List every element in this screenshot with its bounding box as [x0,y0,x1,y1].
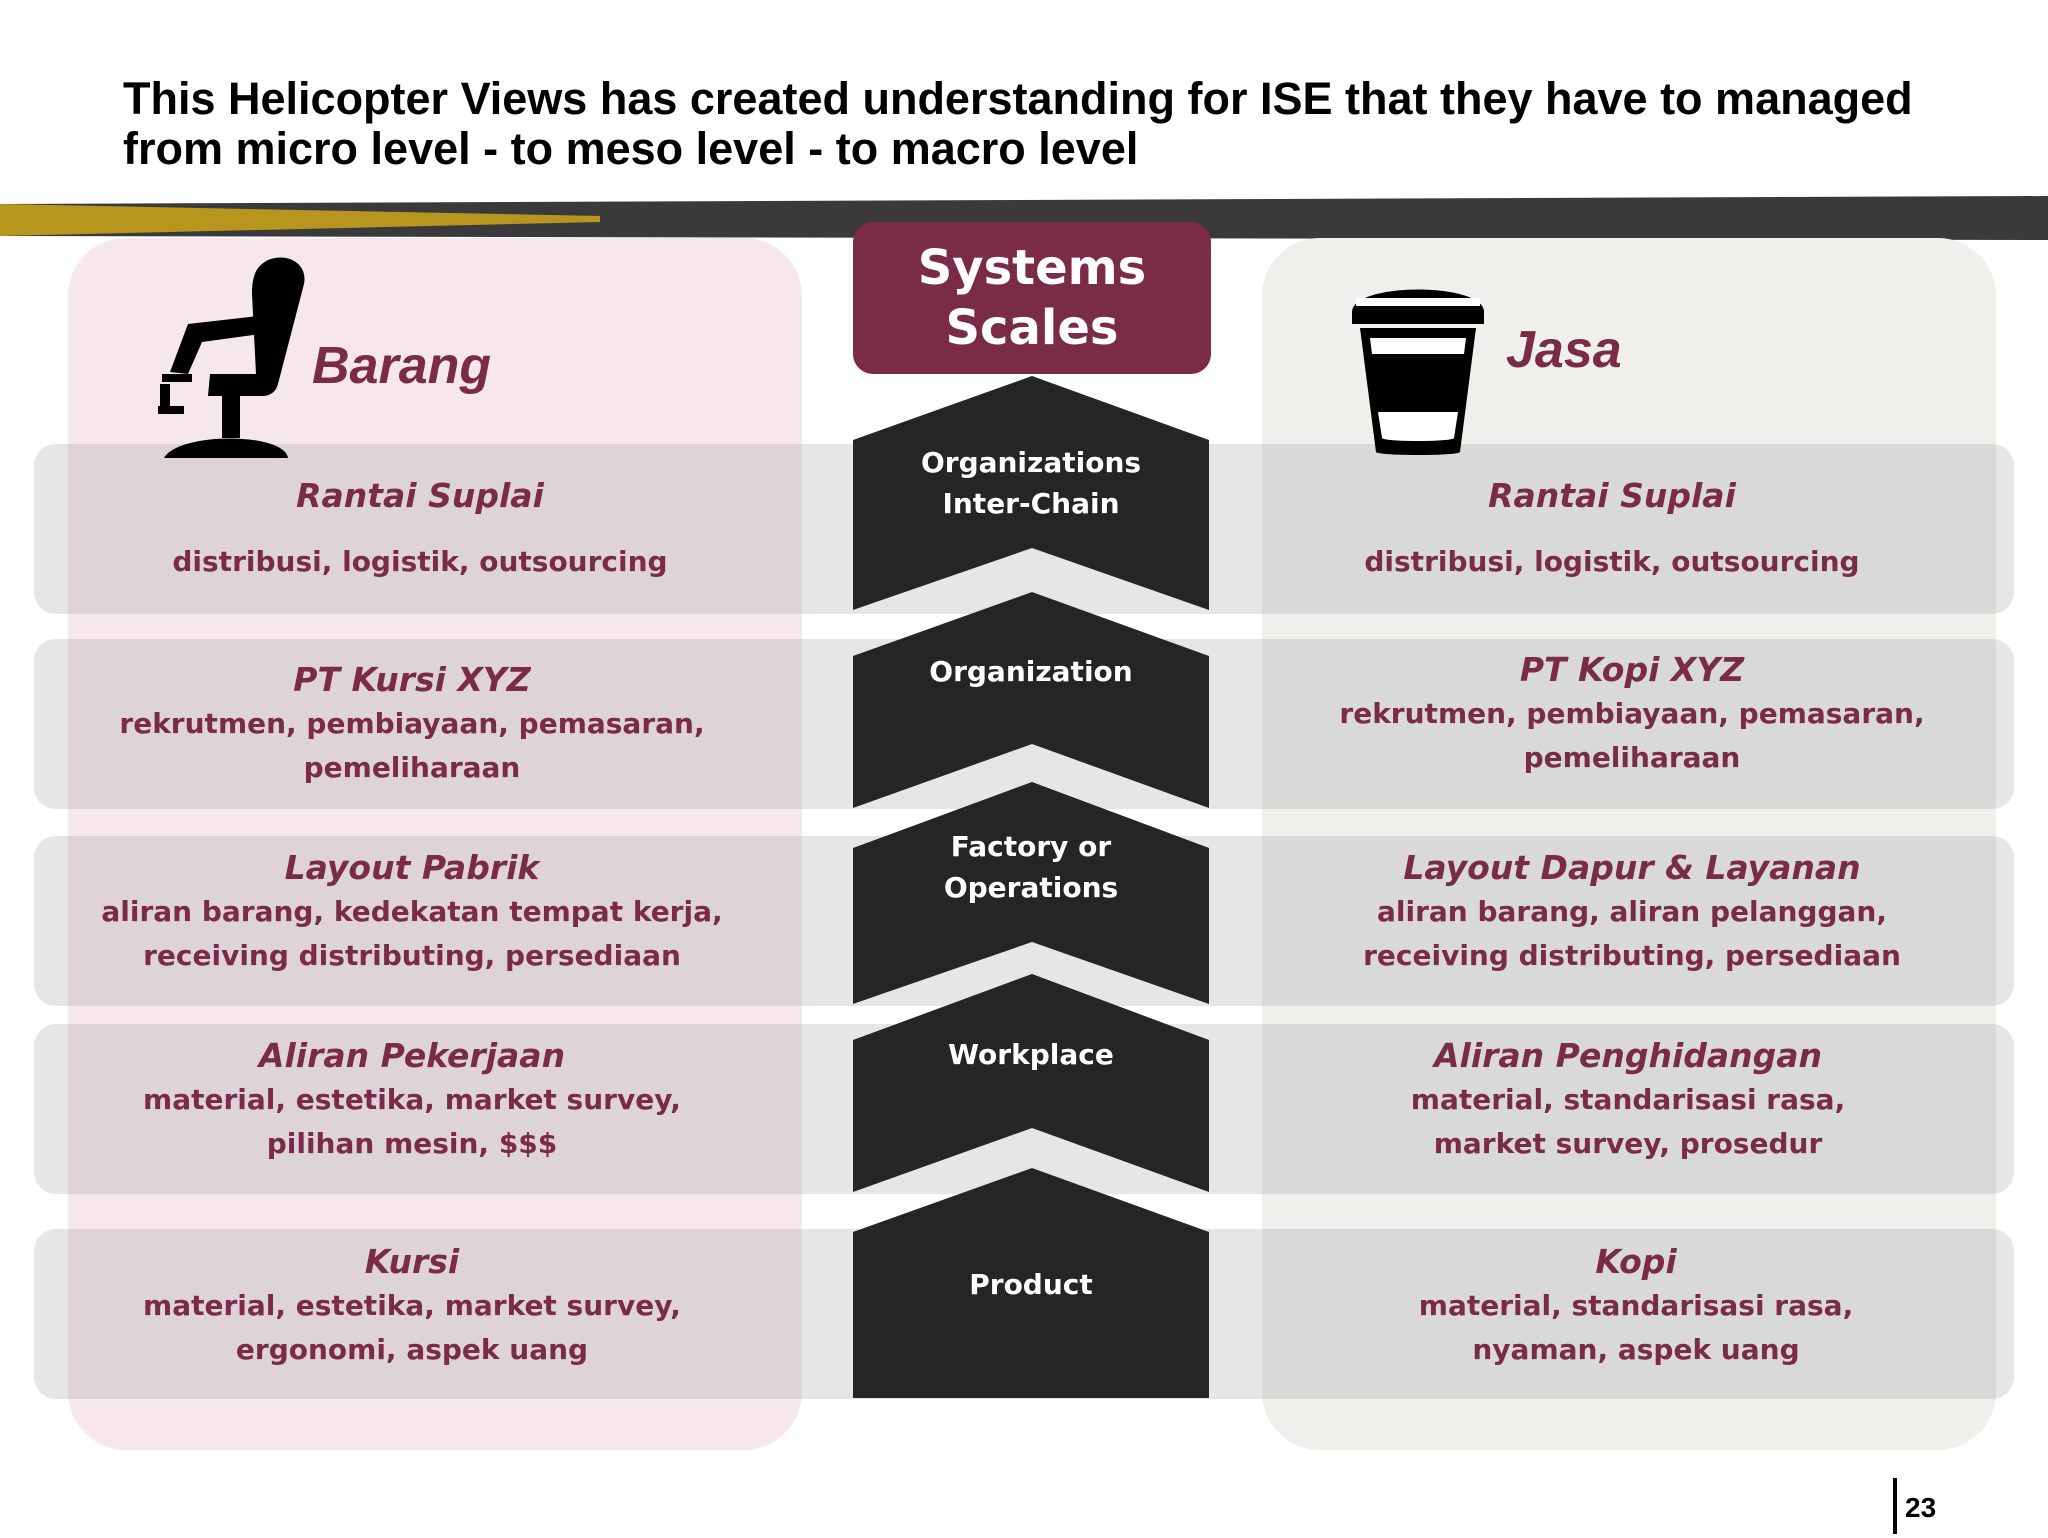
jasa-row-3-head: Layout Dapur & Layanan [1403,848,1861,887]
coffee-cup-icon [1352,289,1484,455]
level-label-2: Organization [853,651,1209,692]
jasa-row-1: Rantai Suplai distribusi, logistik, outs… [1262,474,1962,584]
jasa-row-3: Layout Dapur & Layanan aliran barang, al… [1282,846,1982,978]
slide-title: This Helicopter Views has created unders… [123,73,1913,174]
barang-row-3-desc1: aliran barang, kedekatan tempat kerja, [101,895,723,928]
jasa-row-5: Kopi material, standarisasi rasa, nyaman… [1286,1240,1986,1372]
jasa-row-4-desc1: material, standarisasi rasa, [1410,1083,1846,1116]
level-label-5: Product [853,1264,1209,1305]
barang-row-2: PT Kursi XYZ rekrutmen, pembiayaan, pema… [62,658,762,790]
jasa-row-1-desc1: distribusi, logistik, outsourcing [1364,545,1860,578]
barang-row-4: Aliran Pekerjaan material, estetika, mar… [62,1034,762,1166]
level-label-1-line2: Inter-Chain [942,487,1120,520]
jasa-row-4-desc2: market survey, prosedur [1433,1127,1823,1160]
barang-row-3-head: Layout Pabrik [284,848,540,887]
barang-row-5-desc2: ergonomi, aspek uang [235,1333,589,1366]
jasa-row-5-desc2: nyaman, aspek uang [1472,1333,1800,1366]
barang-row-3: Layout Pabrik aliran barang, kedekatan t… [62,846,762,978]
system-scales-chevrons [853,376,1209,1398]
barber-chair-icon [158,257,305,458]
barang-row-1-head: Rantai Suplai [296,476,544,515]
jasa-row-2: PT Kopi XYZ rekrutmen, pembiayaan, pemas… [1282,648,1982,780]
barang-row-1: Rantai Suplai distribusi, logistik, outs… [70,474,770,584]
systems-scales-box: Systems Scales [853,222,1211,374]
barang-row-2-head: PT Kursi XYZ [293,660,531,699]
barang-row-3-desc2: receiving distributing, persediaan [143,939,681,972]
barang-row-4-head: Aliran Pekerjaan [258,1036,566,1075]
page-number: 23 [1893,1478,1936,1534]
level-label-3-line1: Factory or [950,830,1112,863]
barang-row-4-desc1: material, estetika, market survey, [143,1083,681,1116]
jasa-row-3-desc2: receiving distributing, persediaan [1363,939,1901,972]
jasa-row-2-desc1: rekrutmen, pembiayaan, pemasaran, [1339,697,1925,730]
barang-heading: Barang [312,337,492,395]
barang-row-2-desc1: rekrutmen, pembiayaan, pemasaran, [119,707,705,740]
level-label-4-line1: Workplace [948,1038,1114,1071]
barang-row-5: Kursi material, estetika, market survey,… [62,1240,762,1372]
level-label-2-line1: Organization [929,655,1133,688]
barang-panel [68,238,802,1450]
level-label-5-line1: Product [969,1268,1093,1301]
level-label-3: Factory or Operations [853,826,1209,908]
level-label-1-line1: Organizations [920,446,1142,479]
barang-row-4-desc2: pilihan mesin, $$$ [266,1127,558,1160]
barang-row-2-desc2: pemeliharaan [303,751,521,784]
header-stripe [0,196,2048,240]
level-label-4: Workplace [853,1034,1209,1075]
jasa-row-5-head: Kopi [1595,1242,1677,1281]
jasa-row-5-desc1: material, standarisasi rasa, [1418,1289,1854,1322]
jasa-row-3-desc1: aliran barang, aliran pelanggan, [1377,895,1887,928]
barang-row-5-head: Kursi [364,1242,460,1281]
level-label-1: Organizations Inter-Chain [853,442,1209,524]
jasa-row-4-head: Aliran Penghidangan [1433,1036,1823,1075]
jasa-row-2-desc2: pemeliharaan [1523,741,1741,774]
jasa-row-2-head: PT Kopi XYZ [1519,650,1745,689]
jasa-row-4: Aliran Penghidangan material, standarisa… [1278,1034,1978,1166]
jasa-row-1-head: Rantai Suplai [1488,476,1736,515]
systems-scales-line1: Systems [917,240,1147,296]
barang-row-1-desc1: distribusi, logistik, outsourcing [172,545,668,578]
level-label-3-line2: Operations [943,871,1119,904]
barang-row-5-desc1: material, estetika, market survey, [143,1289,681,1322]
jasa-heading: Jasa [1506,321,1622,379]
systems-scales-line2: Scales [945,300,1119,356]
